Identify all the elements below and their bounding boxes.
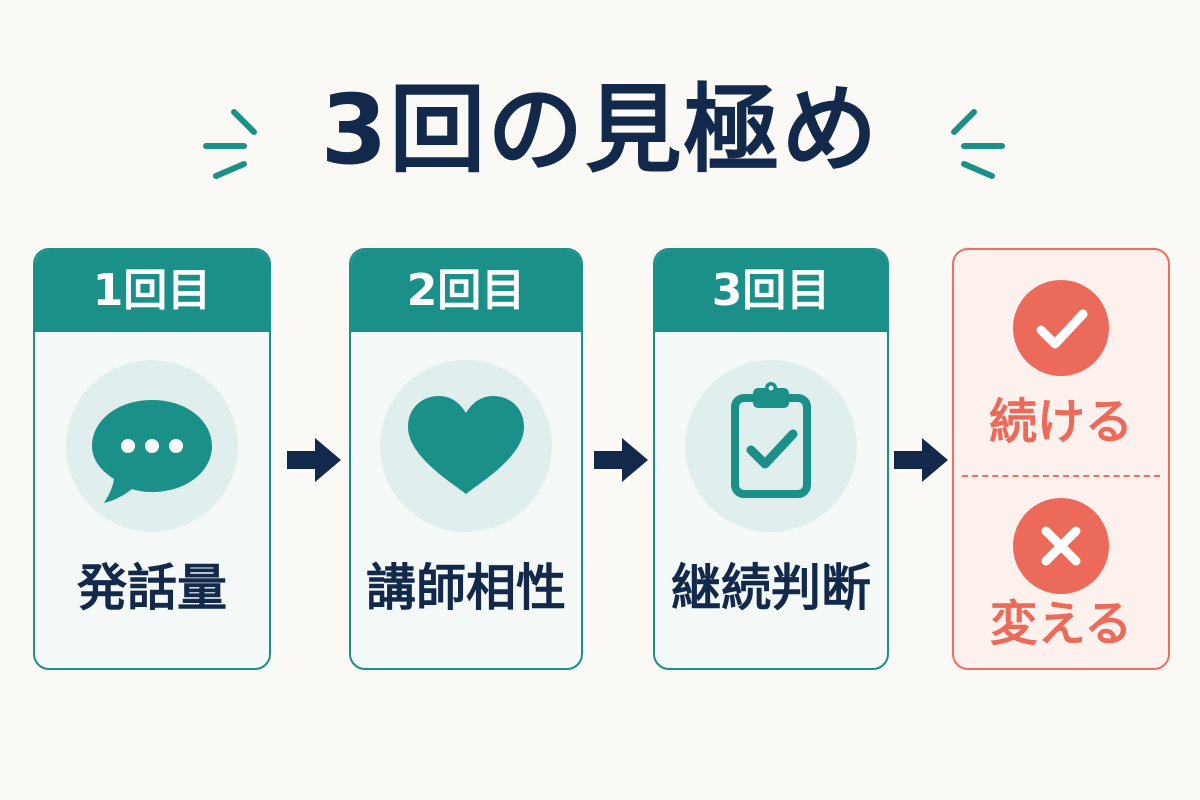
step-header-3: 3回目 — [655, 250, 887, 332]
step-label-3: 継続判断 — [671, 559, 871, 617]
arrow-right-icon — [594, 438, 648, 482]
step-card-1: 1回目 発話量 — [33, 248, 271, 670]
step-header-2: 2回目 — [351, 250, 581, 332]
arrow-right-icon — [287, 438, 341, 482]
step-card-3: 3回目 継続判断 — [653, 248, 889, 670]
sparkle-lines-right-icon — [951, 109, 1005, 179]
step-label-1: 発話量 — [77, 559, 227, 617]
result-card: 続ける 変える — [952, 248, 1170, 670]
step-header-1: 1回目 — [35, 250, 269, 332]
icon-backdrop — [66, 360, 238, 532]
sparkle-lines-left-icon — [203, 109, 257, 179]
cross-circle-icon — [1013, 498, 1109, 594]
change-label: 変える — [989, 596, 1133, 652]
arrow-right-icon — [894, 438, 948, 482]
continue-label: 続ける — [988, 394, 1133, 450]
icon-backdrop — [685, 360, 857, 532]
page-title: 3回の見極め — [320, 74, 880, 186]
check-circle-icon — [1013, 280, 1109, 376]
heart-icon — [408, 396, 524, 494]
divider — [962, 475, 1160, 477]
step-label-2: 講師相性 — [366, 559, 566, 617]
step-card-2: 2回目 講師相性 — [349, 248, 583, 670]
clipboard-check-icon — [731, 382, 811, 498]
icon-backdrop — [380, 360, 552, 532]
chat-bubble-icon — [92, 400, 212, 503]
